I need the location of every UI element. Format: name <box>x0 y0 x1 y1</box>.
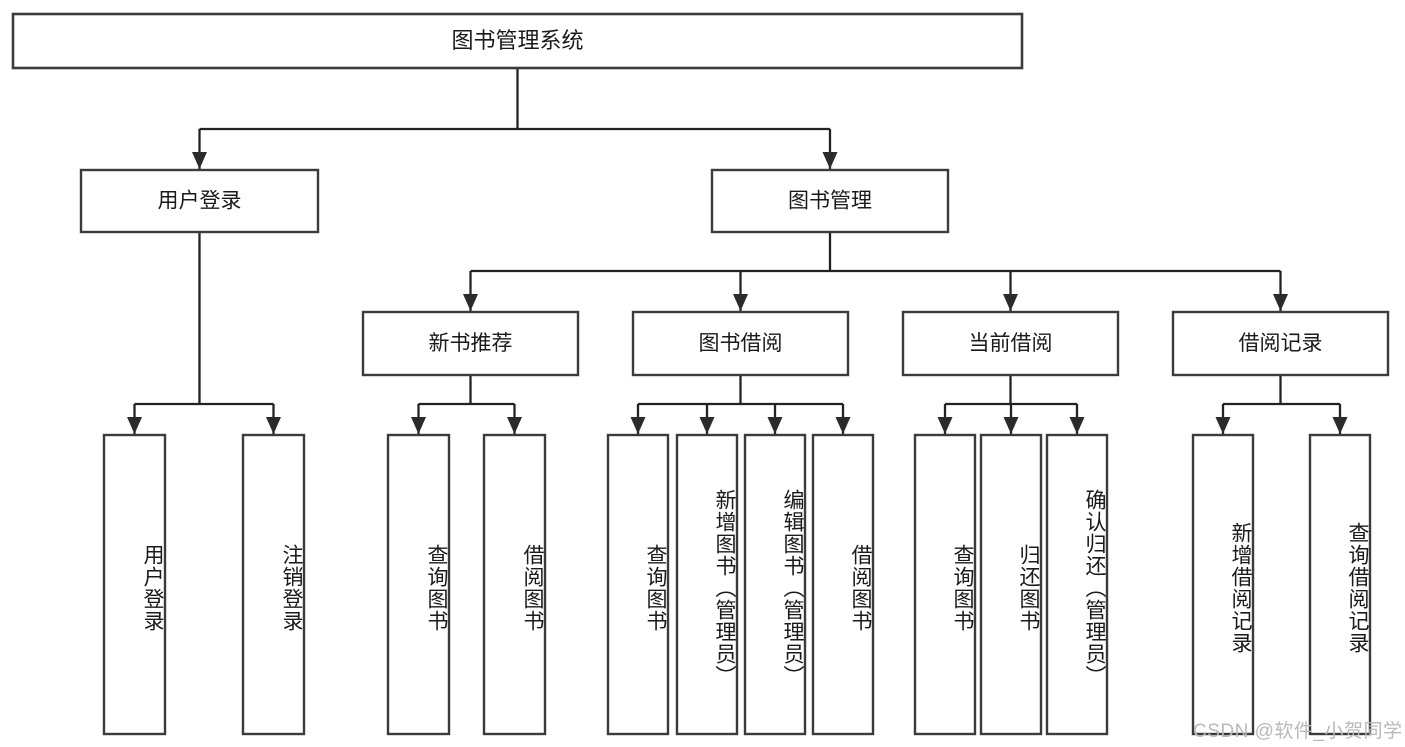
arrow-g1-0 <box>630 417 646 434</box>
arrow-level3-3 <box>1273 294 1288 311</box>
node-boxes <box>11 12 1390 736</box>
node-box-level3-0 <box>361 310 580 377</box>
arrow-g1-3 <box>835 417 851 434</box>
csdn-watermark: CSDN @软件_小贺同学 <box>1193 721 1403 742</box>
node-box-leaf-3 <box>482 433 547 736</box>
node-box-leaf-1 <box>241 433 306 736</box>
node-box-leaf-11 <box>1191 433 1255 736</box>
node-box-leaf-6 <box>743 433 807 736</box>
node-box-level2-1 <box>710 168 950 234</box>
node-box-level2-0 <box>79 168 320 234</box>
arrow-g3-0 <box>1215 417 1231 434</box>
node-box-leaf-4 <box>606 433 670 736</box>
node-box-root <box>11 12 1024 70</box>
node-label-level3-3: 借阅记录 <box>1239 332 1323 355</box>
arrow-g1-2 <box>767 417 783 434</box>
arrow-level3-0 <box>463 294 478 311</box>
arrow-level3-1 <box>733 294 748 311</box>
node-box-leaf-5 <box>675 433 739 736</box>
arrow-g0-0 <box>411 417 426 434</box>
node-label-level3-0: 新书推荐 <box>429 332 513 355</box>
arrow-login-0 <box>127 417 142 434</box>
node-box-leaf-8 <box>913 433 977 736</box>
node-box-leaf-9 <box>979 433 1043 736</box>
node-box-leaf-2 <box>386 433 451 736</box>
connector-lines <box>127 68 1348 434</box>
node-label-root: 图书管理系统 <box>451 28 583 53</box>
node-box-level3-3 <box>1171 310 1390 377</box>
arrow-level3-2 <box>1003 294 1018 311</box>
node-label-level3-1: 图书借阅 <box>699 332 783 355</box>
arrow-g0-1 <box>507 417 522 434</box>
node-box-level3-1 <box>631 310 850 377</box>
arrow-level2-0 <box>192 152 207 169</box>
arrow-g1-1 <box>699 417 715 434</box>
arrow-login-1 <box>266 417 281 434</box>
node-box-leaf-12 <box>1308 433 1372 736</box>
arrow-g2-0 <box>937 417 953 434</box>
node-box-leaf-7 <box>811 433 875 736</box>
arrow-g2-2 <box>1069 417 1085 434</box>
node-box-leaf-10 <box>1045 433 1109 736</box>
node-label-level2-1: 图书管理 <box>788 190 872 213</box>
node-label-level3-2: 当前借阅 <box>969 332 1053 355</box>
node-label-level2-0: 用户登录 <box>158 190 242 213</box>
arrow-level2-1 <box>822 152 838 169</box>
arrow-g2-1 <box>1003 417 1019 434</box>
arrow-g3-1 <box>1332 417 1348 434</box>
node-box-leaf-0 <box>102 433 167 736</box>
node-box-level3-2 <box>901 310 1120 377</box>
